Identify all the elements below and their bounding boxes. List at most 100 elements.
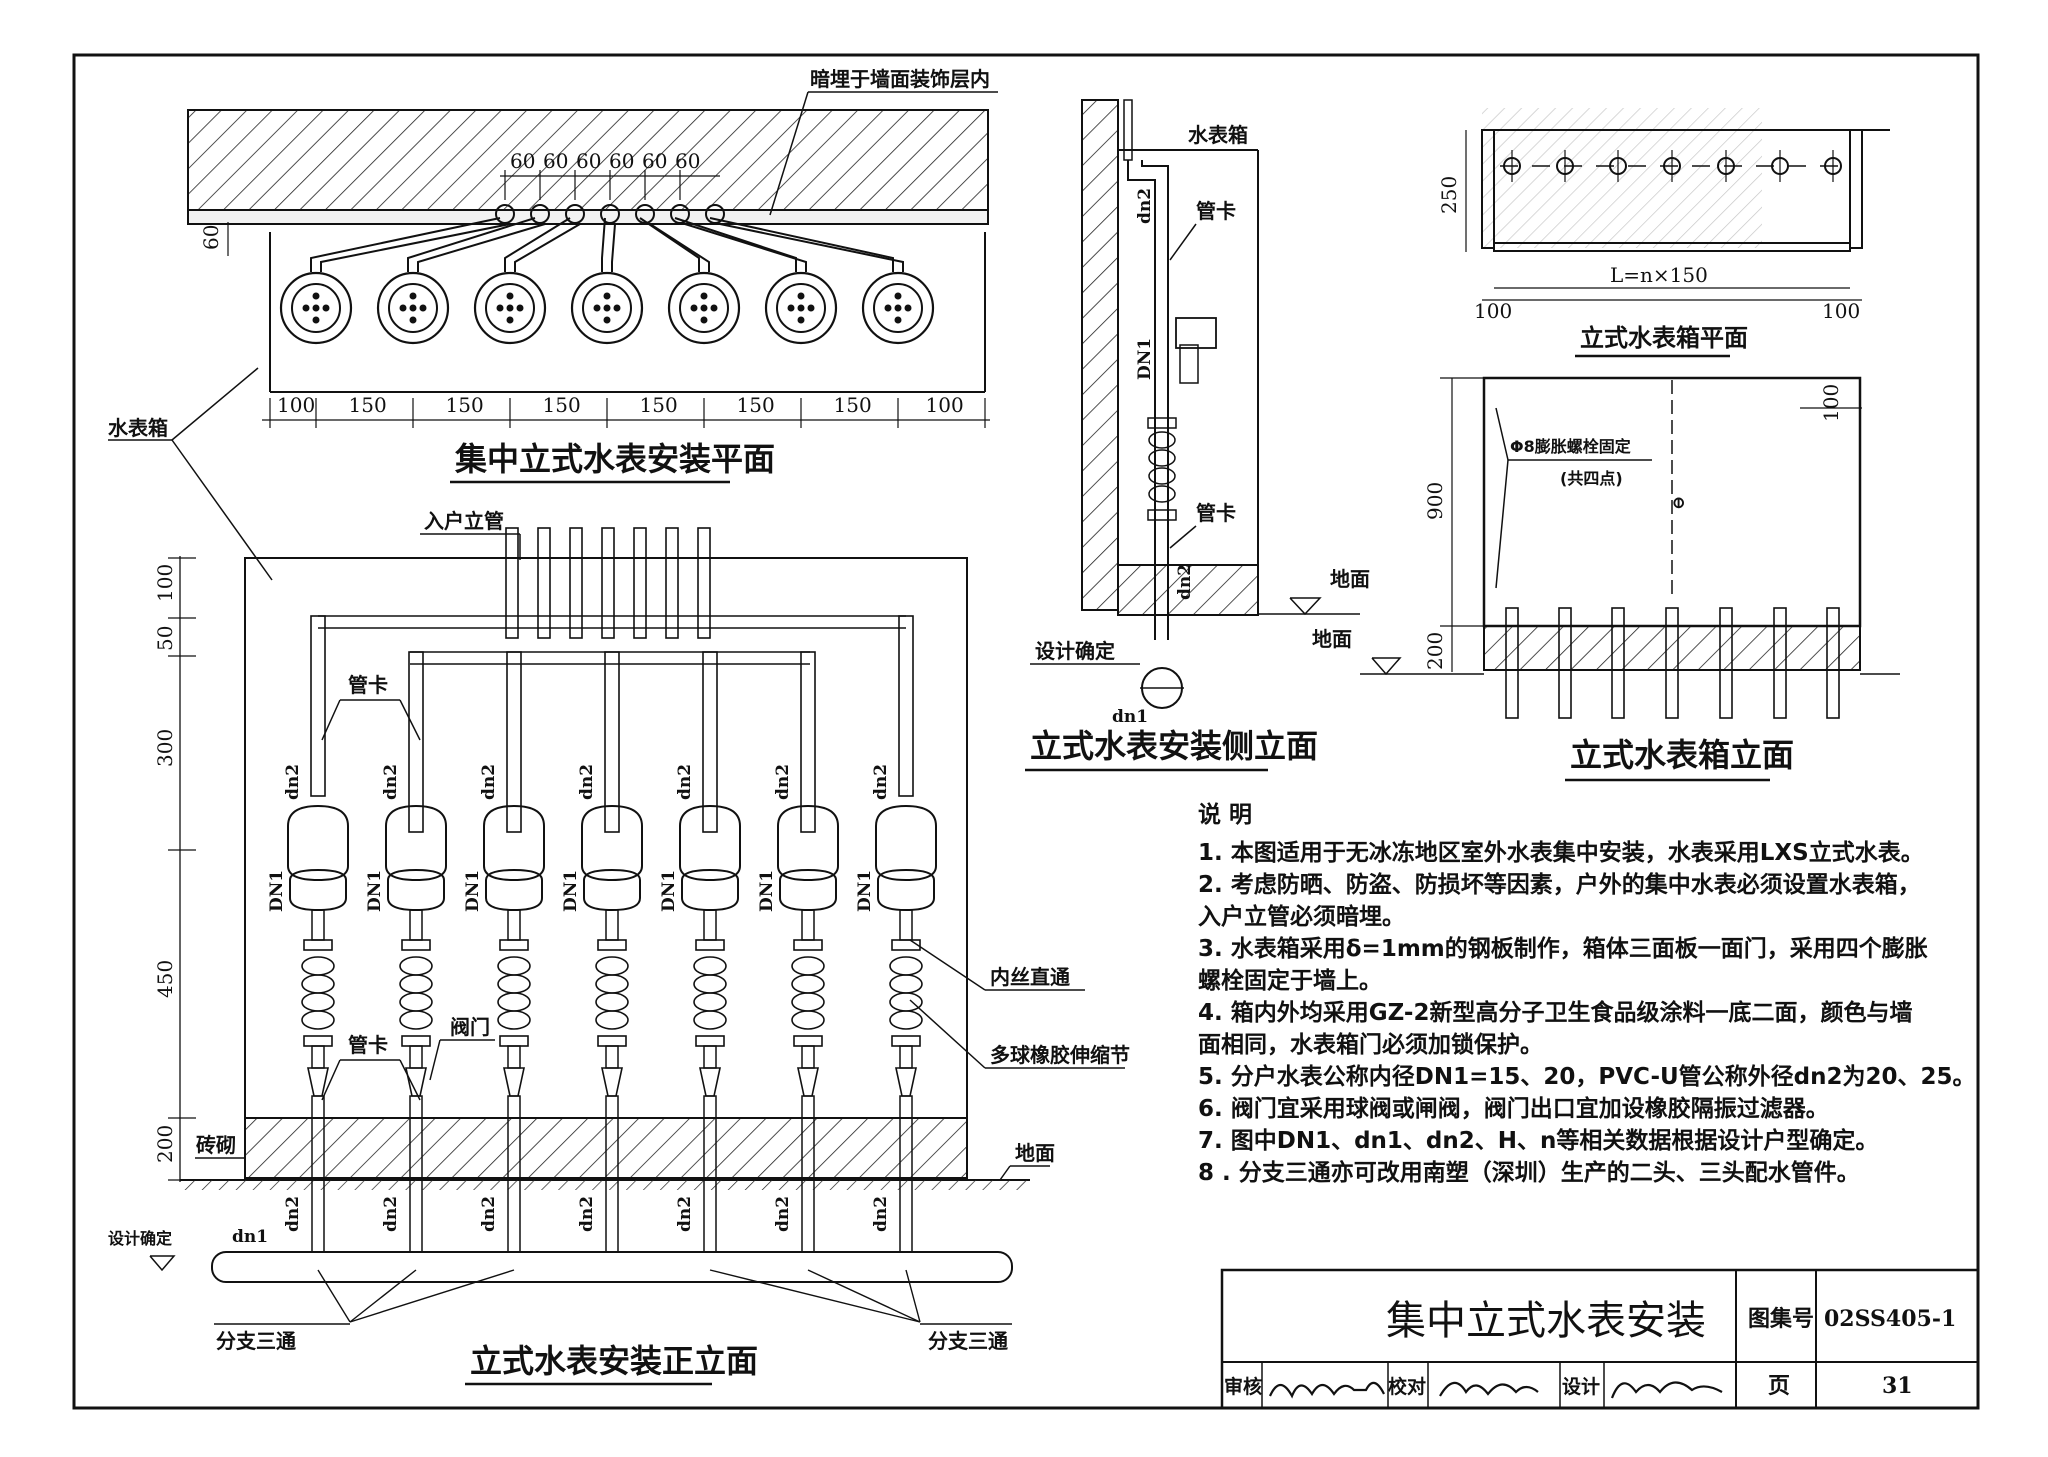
- union-fitting: [793, 939, 823, 951]
- box-plan-dim-h: 250: [1437, 176, 1461, 214]
- rubber-joint-ball: [693, 974, 727, 994]
- box-elev-dim-900: 900: [1423, 482, 1447, 520]
- front-elevation-view: dn2DN1dn2dn2DN1dn2dn2DN1dn2dn2DN1dn2dn2D…: [108, 509, 1130, 1386]
- wall-finish-layer: [187, 209, 989, 225]
- page-number: 31: [1882, 1373, 1913, 1399]
- side-design-label: 设计确定: [1035, 639, 1115, 663]
- sheet-border: [72, 53, 1980, 1410]
- pipe-size-dn2: dn2: [577, 764, 597, 800]
- rubber-joint-ball: [595, 974, 629, 994]
- rubber-joint-ball: [301, 992, 335, 1012]
- box-plan-dim-l: L=n×150: [1610, 263, 1708, 287]
- check-label: 校对: [1388, 1375, 1426, 1398]
- rubber-joint-ball: [497, 956, 531, 976]
- dim-bottom: 150: [446, 393, 484, 417]
- rubber-joint-ball: [791, 974, 825, 994]
- pipe-size-dn1: DN1: [267, 870, 287, 912]
- note-line: 3. 水表箱采用δ=1mm的钢板制作，箱体三面板一面门，采用四个膨胀: [1198, 935, 1928, 962]
- rubber-joint-ball: [301, 974, 335, 994]
- notes-section: 说 明 1. 本图适用于无冰冻地区室外水表集中安装，水表采用LXS立式水表。2.…: [1198, 801, 1976, 1186]
- rubber-joint-ball: [497, 974, 531, 994]
- dim-left: 450: [153, 960, 177, 998]
- pipe-size-dn2: dn2: [283, 764, 303, 800]
- box-plan-view: 250 L=n×150 100 100 立式水表箱平面: [1437, 108, 1890, 358]
- front-elev-title: 立式水表安装正立面: [470, 1342, 758, 1380]
- pipe-size-dn1: DN1: [659, 870, 679, 912]
- note-line: 入户立管必须暗埋。: [1198, 903, 1405, 930]
- pipe-size-dn1: DN1: [561, 870, 581, 912]
- joint-label: 多球橡胶伸缩节: [990, 1043, 1130, 1067]
- tee-label-left: 分支三通: [216, 1329, 296, 1353]
- riser-pipe: [697, 527, 711, 639]
- side-dn1-bottom: dn1: [1112, 707, 1148, 727]
- note-line: 5. 分户水表公称内径DN1=15、20，PVC-U管公称外径dn2为20、25…: [1198, 1063, 1976, 1090]
- valve: [699, 1067, 721, 1097]
- valve: [503, 1067, 525, 1097]
- dim-left: 50: [153, 626, 177, 651]
- rubber-joint-ball: [693, 956, 727, 976]
- rubber-joint-ball: [791, 956, 825, 976]
- dim-top-60: 60: [609, 149, 634, 173]
- tee-label-right: 分支三通: [928, 1329, 1008, 1353]
- water-meter: [483, 804, 545, 882]
- box-elev-ground-label: 地面: [1312, 627, 1352, 651]
- pipe-size-dn2-low: dn2: [479, 1196, 499, 1232]
- note-line: 1. 本图适用于无冰冻地区室外水表集中安装，水表采用LXS立式水表。: [1198, 839, 1924, 866]
- plan-meter: [279, 204, 515, 345]
- riser-pipe: [537, 527, 551, 639]
- dim-side-60: 60: [199, 225, 223, 250]
- rubber-joint-ball: [791, 992, 825, 1012]
- pipe-size-dn2: dn2: [381, 764, 401, 800]
- union-fitting: [891, 939, 921, 951]
- rubber-joint-ball: [595, 992, 629, 1012]
- dim-bottom: 150: [349, 393, 387, 417]
- plan-meter: [570, 204, 644, 345]
- rubber-joint-ball: [595, 1010, 629, 1030]
- note-line: 6. 阀门宜采用球阀或闸阀，阀门出口宜加设橡胶隔振过滤器。: [1198, 1095, 1829, 1122]
- bolt-label-2: (共四点): [1560, 469, 1623, 488]
- plan-meter: [473, 204, 585, 345]
- plan-meter: [670, 204, 838, 345]
- side-elev-title: 立式水表安装侧立面: [1030, 727, 1318, 765]
- dim-top-60: 60: [642, 149, 667, 173]
- side-clamp-bottom: 管卡: [1196, 501, 1236, 525]
- box-elev-dim-200: 200: [1423, 632, 1447, 670]
- note-line: 螺栓固定于墙上。: [1198, 967, 1382, 994]
- hidden-label: 暗埋于墙面装饰层内: [810, 67, 990, 91]
- plan-meter: [635, 204, 741, 345]
- wall-hatch: [187, 109, 989, 211]
- notes-heading: 说 明: [1198, 801, 1252, 828]
- clamp-label-lower: 管卡: [348, 1033, 388, 1057]
- rubber-joint-ball: [301, 956, 335, 976]
- rubber-joint-ball: [889, 956, 923, 976]
- rubber-joint-ball: [889, 1010, 923, 1030]
- rubber-joint-ball: [791, 1010, 825, 1030]
- pipe-size-dn2: dn2: [773, 764, 793, 800]
- riser-pipe: [601, 527, 615, 639]
- note-line: 8 . 分支三通亦可改用南塑（深圳）生产的二头、三头配水管件。: [1198, 1159, 1860, 1186]
- box-elev-pipe: [1665, 607, 1679, 719]
- pipe-size-dn1: DN1: [855, 870, 875, 912]
- riser-pipe: [505, 527, 519, 639]
- water-meter: [777, 804, 839, 882]
- pipe-size-dn1: DN1: [757, 870, 777, 912]
- union-fitting: [499, 939, 529, 951]
- box-elev-title: 立式水表箱立面: [1570, 736, 1794, 774]
- pipe-size-dn2-low: dn2: [577, 1196, 597, 1232]
- union-label: 内丝直通: [990, 965, 1070, 989]
- rubber-joint-ball: [889, 992, 923, 1012]
- box-elev-pipe: [1773, 607, 1787, 719]
- rubber-joint-ball: [399, 1010, 433, 1030]
- rubber-joint-ball: [301, 1010, 335, 1030]
- check-signature: [1439, 1381, 1539, 1397]
- box-plan-dim-left: 100: [1474, 299, 1512, 323]
- box-elevation-view: ⊖ Φ8膨胀螺栓固定 (共四点) 100 900 200 地面 立式水表箱立面: [1312, 376, 1900, 782]
- side-dn1-meter: DN1: [1135, 338, 1155, 380]
- side-rubber-joint-ball: [1148, 449, 1176, 467]
- design-label-front: 设计确定: [108, 1229, 172, 1248]
- dim-bottom: 150: [640, 393, 678, 417]
- dim-top-60: 60: [576, 149, 601, 173]
- rubber-joint-ball: [889, 974, 923, 994]
